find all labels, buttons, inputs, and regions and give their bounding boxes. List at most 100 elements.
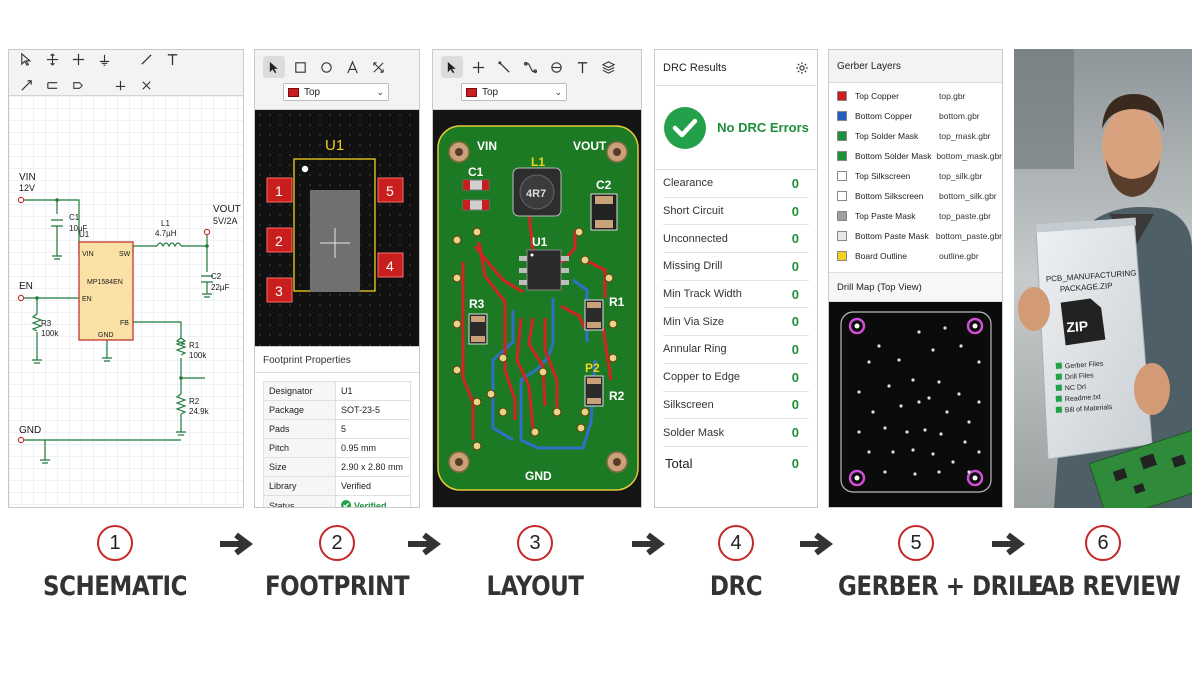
checklist-item: Gerber Files <box>1055 361 1104 370</box>
power-symbol-icon[interactable] <box>109 75 131 97</box>
measure-tool-icon[interactable] <box>367 56 389 78</box>
circle-tool-icon[interactable] <box>315 56 337 78</box>
select-tool-icon[interactable] <box>15 50 37 71</box>
drill-hole <box>891 450 895 454</box>
step-number: 4 <box>718 525 754 561</box>
settings-gear-icon[interactable] <box>795 61 809 75</box>
c2-capacitor[interactable] <box>590 193 618 231</box>
via <box>452 319 462 329</box>
checklist-item: NC Drl <box>1055 384 1087 392</box>
drc-rule-label: Silkscreen <box>663 398 714 411</box>
drc-title: DRC Results <box>663 61 727 74</box>
drill-hole <box>857 390 861 394</box>
r1-resistor[interactable] <box>584 299 604 331</box>
pad-3[interactable]: 3 <box>266 277 293 303</box>
drill-hole <box>963 440 967 444</box>
drill-map-canvas[interactable] <box>829 302 1003 508</box>
c1-capacitor[interactable] <box>462 179 490 211</box>
step-schematic: 1 SCHEMATIC <box>40 525 190 602</box>
diff-pair-icon[interactable] <box>519 56 541 78</box>
drill-hole <box>911 448 915 452</box>
checkbox-checked-icon <box>1055 373 1063 380</box>
layout-layer-select[interactable]: Top ⌄ <box>461 83 567 101</box>
footprint-canvas[interactable]: U1 1 2 3 5 4 <box>255 110 420 346</box>
via <box>498 407 508 417</box>
pad-2[interactable]: 2 <box>266 227 293 253</box>
net-label-icon[interactable] <box>67 75 89 97</box>
bus-tool-icon[interactable] <box>41 75 63 97</box>
pcb-layout-canvas[interactable]: VIN VOUT GND L1 4R7 C1 C2 U1 R1 R2 R3 P2 <box>433 110 642 508</box>
mp1584en-chip[interactable] <box>78 241 134 341</box>
draw-line-icon[interactable] <box>135 50 157 71</box>
pad-5[interactable]: 5 <box>377 177 404 203</box>
gerber-layer-name: Top Silkscreen <box>855 171 911 181</box>
via-tool-icon[interactable] <box>545 56 567 78</box>
checklist-label: Drill Files <box>1065 372 1095 381</box>
drc-header: DRC Results <box>655 50 817 86</box>
footprint-layer-select[interactable]: Top ⌄ <box>283 83 389 101</box>
schematic-canvas[interactable]: VIN 12V C1 10µF U1 VIN SW MP1584EN EN FB… <box>9 96 244 508</box>
drc-rule-count: 0 <box>791 369 799 385</box>
no-connect-icon[interactable] <box>135 75 157 97</box>
text-tool-icon[interactable] <box>341 56 363 78</box>
drc-rule-count: 0 <box>791 231 799 247</box>
chip-pin-vin: VIN <box>82 251 94 258</box>
drc-rule-label: Annular Ring <box>663 343 727 356</box>
layout-c2-label: C2 <box>596 178 612 192</box>
step-number: 3 <box>517 525 553 561</box>
ground-symbol-icon[interactable] <box>93 50 115 71</box>
pad-4[interactable]: 4 <box>377 252 404 278</box>
layout-l1-marking: 4R7 <box>526 188 546 200</box>
diagonal-wire-icon[interactable] <box>15 75 37 97</box>
u1-chip[interactable] <box>519 249 569 291</box>
rectangle-tool-icon[interactable] <box>289 56 311 78</box>
gerber-file-name: top.gbr <box>939 91 966 101</box>
text-tool-icon[interactable] <box>161 50 183 71</box>
drill-hole <box>905 430 909 434</box>
arrow-right-icon <box>632 532 665 556</box>
via <box>608 319 618 329</box>
drc-rule-count: 0 <box>791 425 799 441</box>
drill-hole <box>943 326 947 330</box>
drc-rule-label: Min Track Width <box>663 288 742 301</box>
layers-icon[interactable] <box>597 56 619 78</box>
route-track-icon[interactable] <box>493 56 515 78</box>
schematic-panel: VIN 12V C1 10µF U1 VIN SW MP1584EN EN FB… <box>8 49 244 508</box>
chevron-down-icon: ⌄ <box>376 86 384 97</box>
pointer-tool-icon[interactable] <box>441 56 463 78</box>
drc-rule-row[interactable]: Copper to Edge 0 <box>663 364 809 392</box>
add-icon[interactable] <box>467 56 489 78</box>
text-tool-icon[interactable] <box>571 56 593 78</box>
pad-1[interactable]: 1 <box>266 177 293 203</box>
layout-r3-label: R3 <box>469 297 485 311</box>
via <box>530 427 540 437</box>
gerber-file-name: top_mask.gbr <box>939 131 991 141</box>
r2-resistor[interactable] <box>584 375 604 407</box>
drc-rule-label: Copper to Edge <box>663 371 741 384</box>
r3-resistor[interactable] <box>468 313 488 345</box>
move-tool-icon[interactable] <box>41 50 63 71</box>
drill-hole <box>977 450 981 454</box>
pointer-tool-icon[interactable] <box>263 56 285 78</box>
add-wire-icon[interactable] <box>67 50 89 71</box>
